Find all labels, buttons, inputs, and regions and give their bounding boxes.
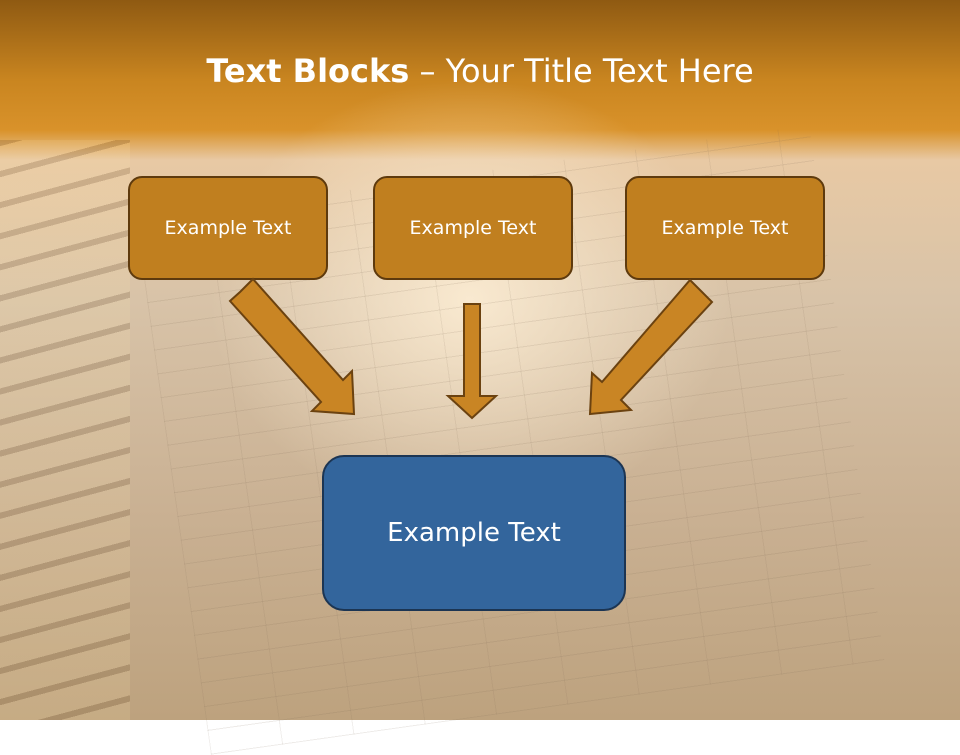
arrow-center-icon — [445, 303, 499, 420]
text-block-bottom[interactable]: Example Text — [322, 455, 626, 611]
title-rest: – Your Title Text Here — [409, 52, 754, 90]
text-block-right[interactable]: Example Text — [625, 176, 825, 280]
arrow-left-icon — [228, 277, 356, 416]
text-block-center-label: Example Text — [409, 217, 537, 239]
notebook-spiral-decoration — [0, 140, 130, 720]
text-block-center[interactable]: Example Text — [373, 176, 573, 280]
title-bold: Text Blocks — [206, 52, 410, 90]
text-block-right-label: Example Text — [661, 217, 789, 239]
text-block-left-label: Example Text — [164, 217, 292, 239]
arrows-layer — [228, 277, 714, 420]
text-block-left[interactable]: Example Text — [128, 176, 328, 280]
arrow-right-icon — [588, 278, 714, 416]
text-block-bottom-label: Example Text — [387, 518, 561, 548]
slide-title: Text Blocks – Your Title Text Here — [0, 52, 960, 90]
